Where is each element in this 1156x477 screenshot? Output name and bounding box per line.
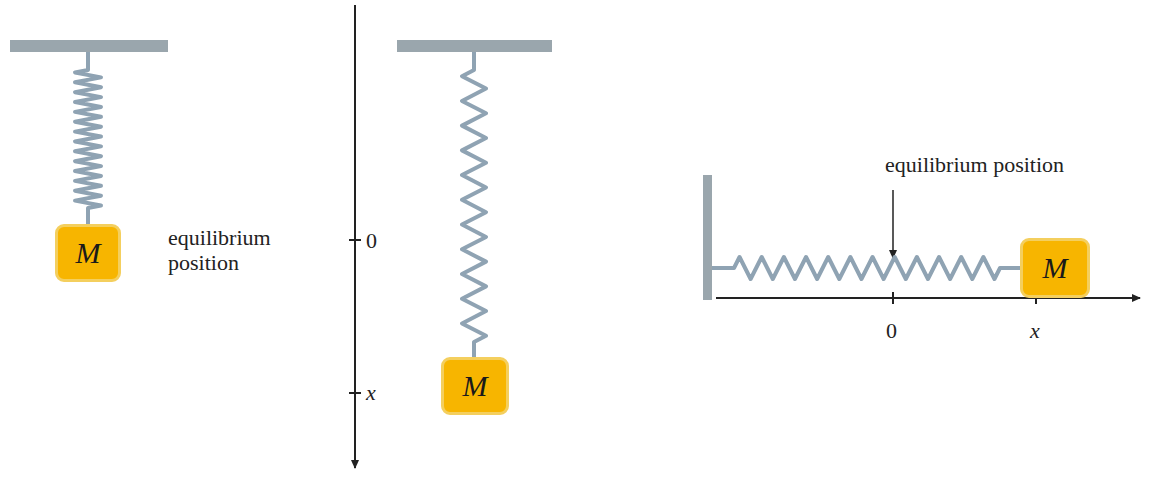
vertical-axis	[354, 5, 356, 468]
spring-coil	[712, 257, 1022, 279]
axis-variable: x	[366, 380, 376, 405]
mass-label: M	[1043, 253, 1068, 283]
mass-label: M	[76, 238, 101, 268]
mass-block: M	[1020, 238, 1090, 298]
axis-tick	[349, 392, 361, 394]
ceiling	[10, 40, 168, 52]
axis-tick	[892, 292, 894, 304]
equilibrium-label: equilibrium position	[885, 152, 1064, 177]
axis-variable: x	[1030, 318, 1040, 343]
equilibrium-label: equilibrium position	[168, 225, 298, 276]
axis-value: 0	[366, 228, 377, 253]
pointer-arrow	[892, 190, 894, 258]
spring-coil	[75, 52, 101, 226]
mass-label: M	[463, 371, 488, 401]
mass-block: M	[441, 357, 509, 415]
spring-coil	[462, 52, 486, 360]
mass-block: M	[55, 224, 121, 282]
ceiling	[397, 40, 552, 52]
wall	[703, 175, 712, 300]
axis-value: 0	[886, 318, 897, 343]
axis-tick	[349, 239, 361, 241]
